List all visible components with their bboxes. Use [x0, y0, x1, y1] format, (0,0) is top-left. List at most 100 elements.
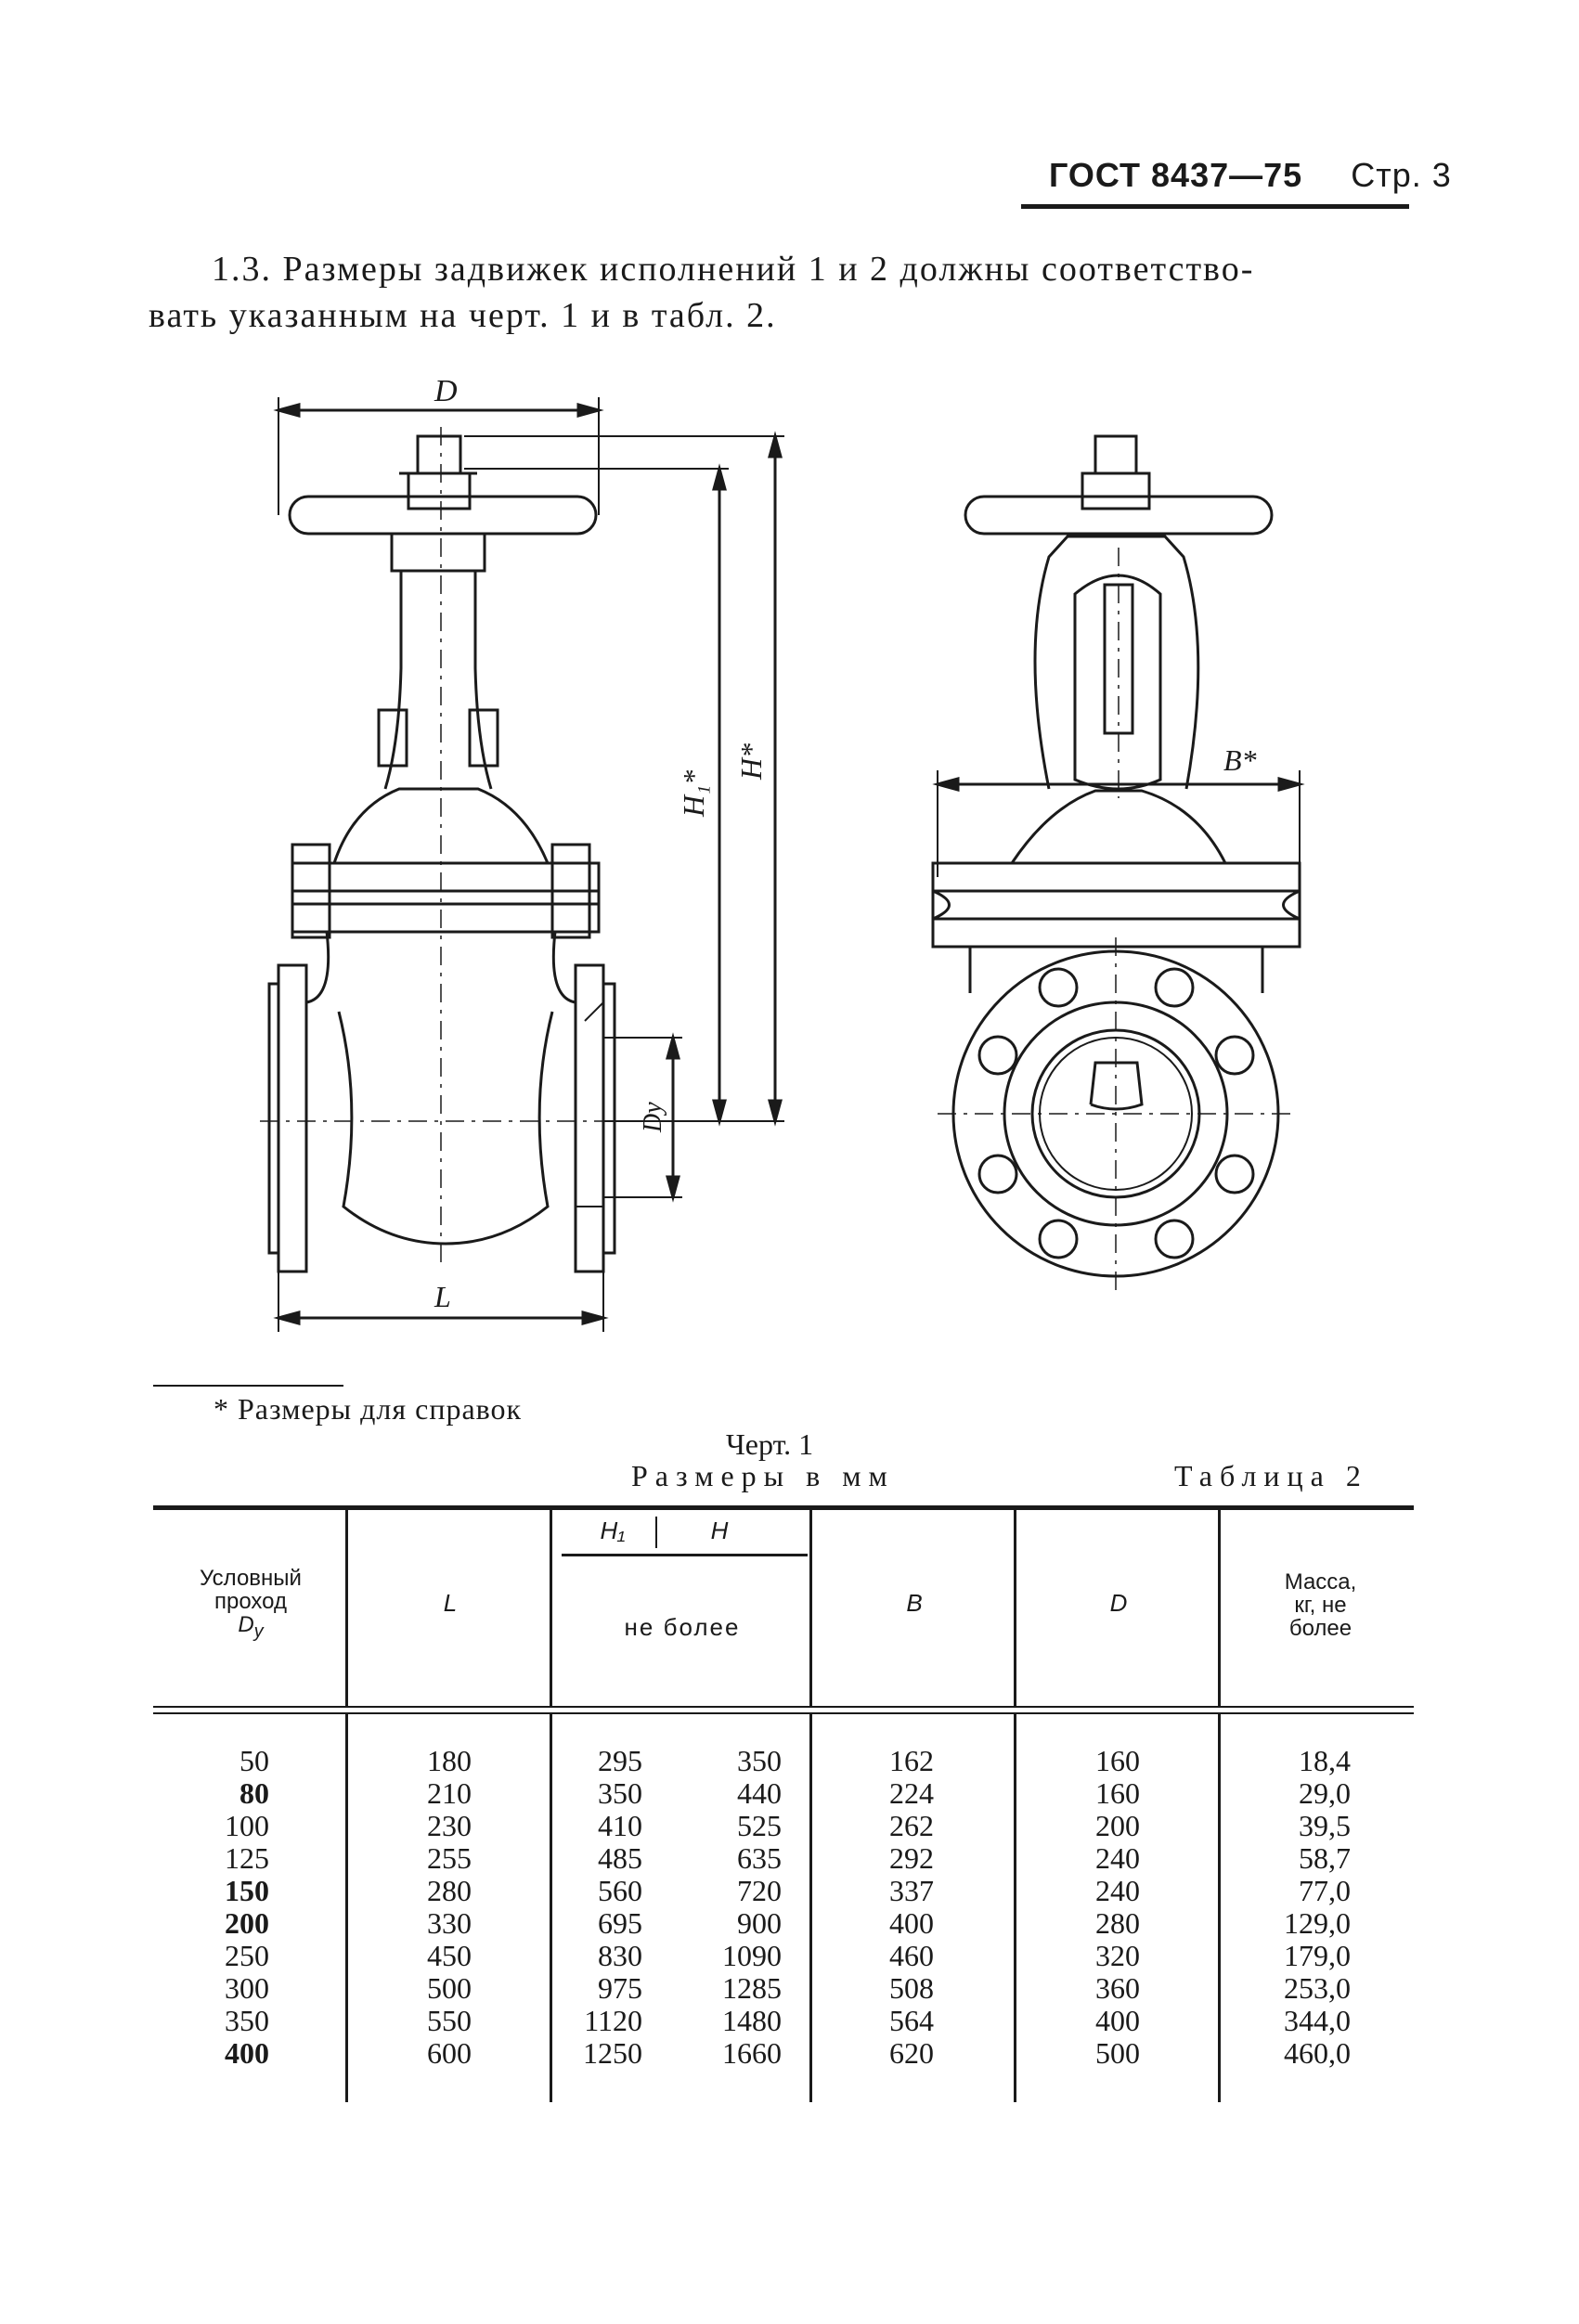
table-cell-H1: 560 [598, 1874, 642, 1907]
table-cell-B: 400 [889, 1906, 934, 1940]
header-dy-line2: проход [214, 1589, 287, 1615]
table-cell-B: 337 [889, 1874, 934, 1907]
table-cell-dy: 300 [225, 1971, 269, 2005]
table-cell-H: 350 [737, 1744, 782, 1777]
table-cell-H1: 295 [598, 1744, 642, 1777]
table-cell-mass: 344,0 [1284, 2004, 1351, 2037]
table-cell-mass: 29,0 [1299, 1776, 1351, 1810]
paragraph-line-1: 1.3. Размеры задвижек исполнений 1 и 2 д… [212, 250, 1255, 289]
table-cell-H: 720 [737, 1874, 782, 1907]
header-rule [1021, 204, 1409, 209]
header-bottom-rule-1 [153, 1706, 1414, 1708]
label-H1: H₁* [677, 770, 710, 818]
table-cell-dy: 400 [225, 2036, 269, 2070]
table-cell-D: 500 [1095, 2036, 1140, 2070]
table-cell-L: 450 [427, 1939, 472, 1972]
table-cell-mass: 39,5 [1299, 1809, 1351, 1842]
table-cell-L: 230 [427, 1809, 472, 1842]
table-cell-D: 200 [1095, 1809, 1140, 1842]
header-H1: H₁ [600, 1517, 626, 1544]
table-cell-H: 1285 [722, 1971, 782, 2005]
running-header: ГОСТ 8437—75 Стр. 3 [1049, 156, 1452, 195]
col-rule [809, 1510, 812, 1707]
table-cell-L: 550 [427, 2004, 472, 2037]
table-cell-B: 162 [889, 1744, 934, 1777]
col-rule [1218, 1714, 1221, 2102]
col-rule [1218, 1510, 1221, 1707]
header-dy: Условный проход Dу [167, 1567, 334, 1642]
table-cell-B: 224 [889, 1776, 934, 1810]
table-cell-mass: 77,0 [1299, 1874, 1351, 1907]
table-cell-D: 320 [1095, 1939, 1140, 1972]
label-L: L [434, 1280, 451, 1313]
h-split-rule [655, 1517, 657, 1548]
table-cell-mass: 58,7 [1299, 1841, 1351, 1875]
table-cell-H: 900 [737, 1906, 782, 1940]
col-rule [550, 1714, 552, 2102]
header-dy-line1: Условный [200, 1566, 302, 1591]
page-number: Стр. 3 [1351, 156, 1452, 194]
table-cell-H1: 1250 [583, 2036, 642, 2070]
table-cell-B: 460 [889, 1939, 934, 1972]
col-rule [809, 1714, 812, 2102]
header-dy-sub: у [253, 1621, 264, 1643]
table-cell-L: 500 [427, 1971, 472, 2005]
table-cell-dy: 125 [225, 1841, 269, 1875]
header-L: L [443, 1589, 458, 1617]
table-cell-B: 620 [889, 2036, 934, 2070]
table-cell-H1: 485 [598, 1841, 642, 1875]
table-cell-L: 280 [427, 1874, 472, 1907]
header-mass: Масса, кг, не более [1230, 1570, 1411, 1641]
table-cell-H: 635 [737, 1841, 782, 1875]
table-cell-mass: 179,0 [1284, 1939, 1351, 1972]
table-cell-dy: 100 [225, 1809, 269, 1842]
table-cell-L: 255 [427, 1841, 472, 1875]
table-cell-D: 400 [1095, 2004, 1140, 2037]
col-rule [550, 1510, 552, 1707]
label-D: D [434, 374, 458, 408]
table-cell-D: 160 [1095, 1776, 1140, 1810]
table-cell-B: 508 [889, 1971, 934, 2005]
header-mass-line2: кг, не [1294, 1593, 1347, 1619]
table-cell-dy: 80 [239, 1776, 269, 1810]
header-mass-line3: более [1288, 1616, 1353, 1642]
table-cell-H: 440 [737, 1776, 782, 1810]
table-cell-L: 210 [427, 1776, 472, 1810]
table-cell-B: 564 [889, 2004, 934, 2037]
figure-caption: Черт. 1 [726, 1427, 814, 1461]
table-cell-H: 1090 [722, 1939, 782, 1972]
table-cell-D: 160 [1095, 1744, 1140, 1777]
col-rule [345, 1714, 348, 2102]
header-D: D [1109, 1589, 1128, 1617]
table-cell-H: 525 [737, 1809, 782, 1842]
table-cell-D: 240 [1095, 1841, 1140, 1875]
footnote-rule [153, 1385, 343, 1387]
table-cell-mass: 460,0 [1284, 2036, 1351, 2070]
table-cell-H1: 695 [598, 1906, 642, 1940]
header-bottom-rule-2 [153, 1712, 1414, 1714]
header-dy-symbol: D [238, 1612, 254, 1638]
table-cell-B: 292 [889, 1841, 934, 1875]
header-mass-line1: Масса, [1284, 1569, 1357, 1595]
label-H: H* [734, 743, 768, 781]
table-cell-D: 280 [1095, 1906, 1140, 1940]
table-cell-L: 180 [427, 1744, 472, 1777]
header-not-more: не более [624, 1613, 741, 1641]
table-cell-mass: 253,0 [1284, 1971, 1351, 2005]
footnote: * Размеры для справок [214, 1392, 523, 1426]
label-Dy: Dу [639, 1102, 667, 1133]
table-name: Таблица 2 [1174, 1459, 1368, 1492]
table-cell-H1: 350 [598, 1776, 642, 1810]
header-sub-rule [562, 1554, 808, 1556]
col-rule [1014, 1714, 1016, 2102]
table-cell-H: 1480 [722, 2004, 782, 2037]
table-cell-mass: 18,4 [1299, 1744, 1351, 1777]
table-cell-dy: 250 [225, 1939, 269, 1972]
